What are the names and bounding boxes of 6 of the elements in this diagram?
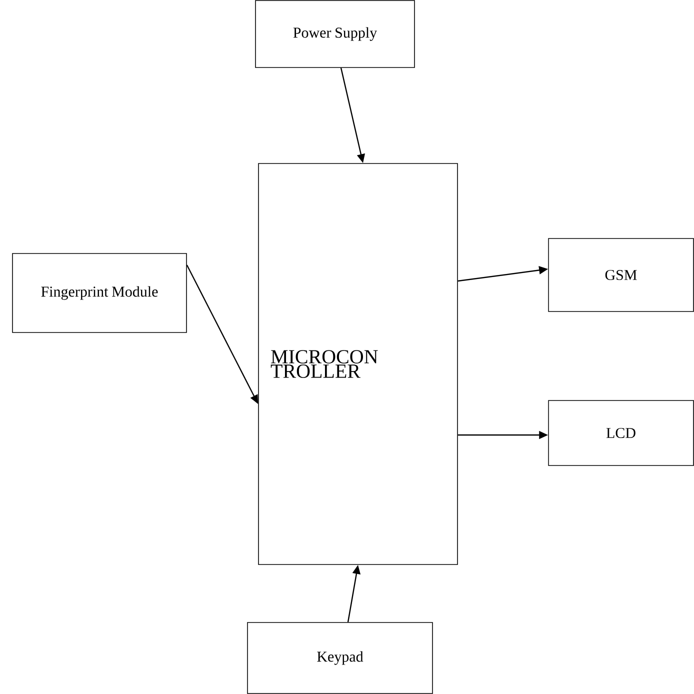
block-box: Power Supply — [255, 0, 415, 68]
block-box: Keypad — [247, 622, 433, 694]
block-box: MICROCON TROLLER — [258, 163, 458, 565]
block-box: Fingerprint Module — [12, 253, 187, 333]
block-box: GSM — [548, 238, 694, 312]
block-box: LCD — [548, 400, 694, 466]
